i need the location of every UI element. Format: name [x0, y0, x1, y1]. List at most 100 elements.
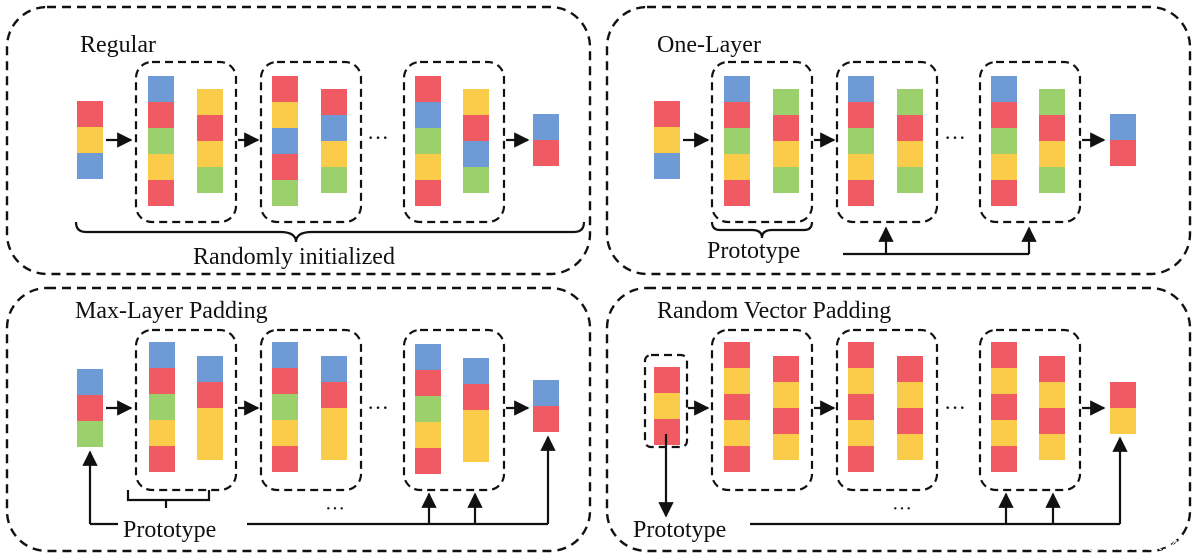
regular-l2-a-cell-1	[272, 102, 298, 128]
panel-one-layer-layer-ellipsis: ···	[944, 125, 966, 150]
one-layer-output-cell-0	[1110, 114, 1136, 140]
random-vector-l3-a-cell-0	[991, 342, 1017, 368]
panel-regular-title: Regular	[80, 32, 156, 58]
one-layer-l2-b-cell-1	[897, 115, 923, 141]
max-layer-l2-b-cell-3	[321, 434, 347, 460]
max-layer-input-cell-0	[77, 369, 103, 395]
random-vector-l1-b-cell-1	[773, 382, 799, 408]
max-layer-l1-a-cell-1	[149, 368, 175, 394]
one-layer-l1-b-cell-1	[773, 115, 799, 141]
panel-regular-layer-ellipsis: ···	[367, 125, 389, 150]
random-vector-l1-a-cell-0	[724, 342, 750, 368]
max-layer-output-cell-1	[533, 406, 559, 432]
random-vector-output-cell-1	[1110, 408, 1136, 434]
random-vector-l2-a-cell-2	[848, 394, 874, 420]
max-layer-l1-b-cell-0	[197, 356, 223, 382]
one-layer-l2-a-cell-0	[848, 76, 874, 102]
connectors	[74, 132, 1128, 526]
random-vector-input-cell-1	[654, 393, 680, 419]
regular-l3-a-cell-1	[415, 102, 441, 128]
panel-max-layer-title: Max-Layer Padding	[75, 298, 268, 324]
max-layer-l1-b-cell-2	[197, 408, 223, 434]
one-layer-input-cell-0	[654, 101, 680, 127]
regular-l2-a-cell-0	[272, 76, 298, 102]
random-vector-l2-b-cell-2	[897, 408, 923, 434]
max-layer-l2-a-cell-0	[272, 342, 298, 368]
regular-l1-b-cell-2	[197, 141, 223, 167]
regular-l1-a-cell-4	[148, 180, 174, 206]
max-layer-l1-a-cell-0	[149, 342, 175, 368]
one-layer-l3-b-cell-2	[1039, 141, 1065, 167]
one-layer-input-cell-1	[654, 127, 680, 153]
regular-l3-b-cell-3	[463, 167, 489, 193]
random-vector-l2-a-cell-4	[848, 446, 874, 472]
max-layer-l2-b-cell-0	[321, 356, 347, 382]
max-layer-l3-a-cell-3	[415, 422, 441, 448]
regular-input-cell-0	[77, 101, 103, 127]
max-layer-l2-a-cell-2	[272, 394, 298, 420]
watermark: CSDN @whaosoft143	[1040, 537, 1187, 554]
regular-l1-a-cell-2	[148, 128, 174, 154]
regular-l3-b-cell-0	[463, 89, 489, 115]
random-vector-l3-a-cell-4	[991, 446, 1017, 472]
max-layer-output-cell-0	[533, 380, 559, 406]
panel-one-layer-title: One-Layer	[657, 32, 761, 58]
regular-l3-a-cell-3	[415, 154, 441, 180]
regular-l2-a-cell-3	[272, 154, 298, 180]
max-layer-l1-b-cell-3	[197, 434, 223, 460]
panel-max-layer-layer-ellipsis: ···	[367, 395, 389, 420]
panel-random-vector-bracket-ellipsis: ···	[892, 498, 912, 520]
one-layer-l2-b-cell-0	[897, 89, 923, 115]
max-layer-layer-box-1	[134, 328, 238, 492]
regular-output-cell-0	[533, 114, 559, 140]
max-layer-l1-b-cell-1	[197, 382, 223, 408]
max-layer-l2-b-cell-1	[321, 382, 347, 408]
one-layer-brace	[710, 221, 814, 239]
random-vector-l2-a-cell-0	[848, 342, 874, 368]
random-vector-l2-a-cell-1	[848, 368, 874, 394]
panel-random-vector-layer-ellipsis: ···	[944, 395, 966, 420]
max-layer-bracket	[126, 490, 211, 502]
one-layer-l1-b-cell-0	[773, 89, 799, 115]
random-vector-l1-b-cell-3	[773, 434, 799, 460]
one-layer-layer-box-3	[978, 60, 1082, 224]
one-layer-l3-b-cell-3	[1039, 167, 1065, 193]
random-vector-l3-a-cell-2	[991, 394, 1017, 420]
one-layer-l3-a-cell-3	[991, 154, 1017, 180]
one-layer-l3-a-cell-1	[991, 102, 1017, 128]
random-vector-l3-a-cell-1	[991, 368, 1017, 394]
regular-layer-box-2	[259, 60, 363, 224]
regular-l3-b-cell-2	[463, 141, 489, 167]
random-vector-l1-a-cell-2	[724, 394, 750, 420]
random-vector-l1-a-cell-3	[724, 420, 750, 446]
one-layer-l1-a-cell-1	[724, 102, 750, 128]
regular-l2-b-cell-3	[321, 167, 347, 193]
max-layer-l3-b-cell-1	[463, 384, 489, 410]
regular-l1-a-cell-0	[148, 76, 174, 102]
max-layer-l3-b-cell-0	[463, 358, 489, 384]
random-vector-l1-a-cell-4	[724, 446, 750, 472]
random-vector-layer-box-2	[835, 328, 939, 492]
max-layer-l2-b-cell-2	[321, 408, 347, 434]
panel-one-layer-label: Prototype	[707, 238, 800, 264]
regular-output-cell-1	[533, 140, 559, 166]
one-layer-l3-a-cell-0	[991, 76, 1017, 102]
max-layer-l3-b-cell-2	[463, 410, 489, 436]
regular-l3-a-cell-0	[415, 76, 441, 102]
max-layer-l3-a-cell-0	[415, 344, 441, 370]
one-layer-l1-b-cell-2	[773, 141, 799, 167]
random-vector-l3-b-cell-3	[1039, 434, 1065, 460]
max-layer-l3-b-cell-3	[463, 436, 489, 462]
one-layer-l3-a-cell-4	[991, 180, 1017, 206]
one-layer-output-cell-1	[1110, 140, 1136, 166]
one-layer-l2-b-cell-3	[897, 167, 923, 193]
panel-regular-label: Randomly initialized	[193, 244, 395, 270]
regular-l1-b-cell-1	[197, 115, 223, 141]
panel-one-layer-frame	[605, 5, 1192, 276]
one-layer-l3-b-cell-0	[1039, 89, 1065, 115]
random-vector-l2-a-cell-3	[848, 420, 874, 446]
regular-input-cell-2	[77, 153, 103, 179]
max-layer-input-cell-1	[77, 395, 103, 421]
one-layer-l2-b-cell-2	[897, 141, 923, 167]
